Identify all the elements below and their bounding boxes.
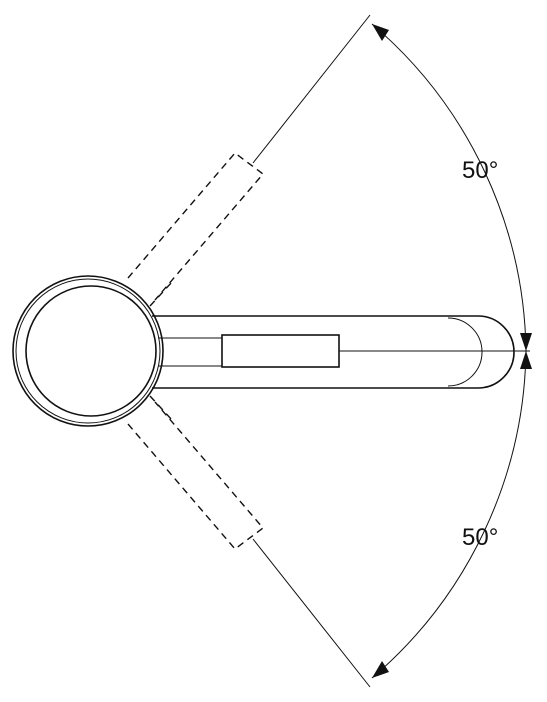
spout-aerator-slot: [221, 334, 340, 368]
extension-line-down: [252, 538, 371, 688]
spout-body: [152, 315, 530, 389]
arrowhead-down-bottom: [372, 661, 389, 678]
arrowhead-down-top: [520, 351, 532, 369]
faucet-base: [12, 275, 164, 427]
arrowhead-up-bottom: [520, 333, 532, 351]
extension-line-up: [252, 14, 371, 164]
angle-label-up: 50°: [462, 157, 498, 184]
base-inner-body: [25, 285, 157, 417]
base-outer-ring: [12, 275, 164, 427]
dimension-arc-up: [371, 23, 527, 352]
dimension-arc-down: [371, 350, 527, 679]
arrowhead-up-top: [372, 24, 389, 41]
angle-label-down: 50°: [462, 524, 498, 551]
spout-outline-swung-down: [127, 395, 265, 550]
spout-outline-swung-up: [127, 152, 265, 307]
